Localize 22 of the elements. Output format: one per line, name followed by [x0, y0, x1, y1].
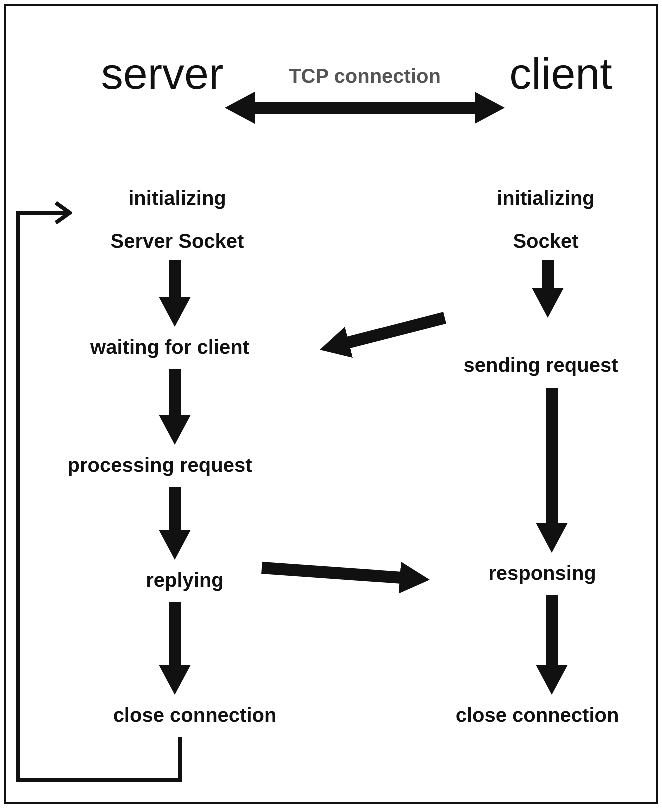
arrow — [536, 595, 568, 695]
arrow — [225, 92, 505, 124]
step-label: waiting for client — [90, 336, 250, 360]
column-heading: server — [100, 50, 225, 101]
step-label: responsing — [488, 562, 596, 586]
step-label: close connection — [456, 704, 620, 728]
step-label: initializing Server Socket — [110, 187, 246, 255]
arrow — [159, 602, 191, 695]
arrow — [159, 487, 191, 560]
step-label: replying — [146, 568, 224, 594]
column-heading: client — [508, 50, 614, 101]
arrow — [262, 562, 430, 594]
arrow — [16, 201, 182, 782]
step-label: initializing Socket — [496, 187, 596, 255]
arrow — [159, 260, 191, 327]
arrow — [532, 260, 564, 318]
arrow — [320, 312, 446, 358]
step-label: sending request — [464, 354, 618, 379]
step-label: close connection — [113, 704, 277, 728]
arrow — [159, 369, 191, 445]
step-label: processing request — [68, 454, 252, 478]
arrow — [536, 388, 568, 553]
